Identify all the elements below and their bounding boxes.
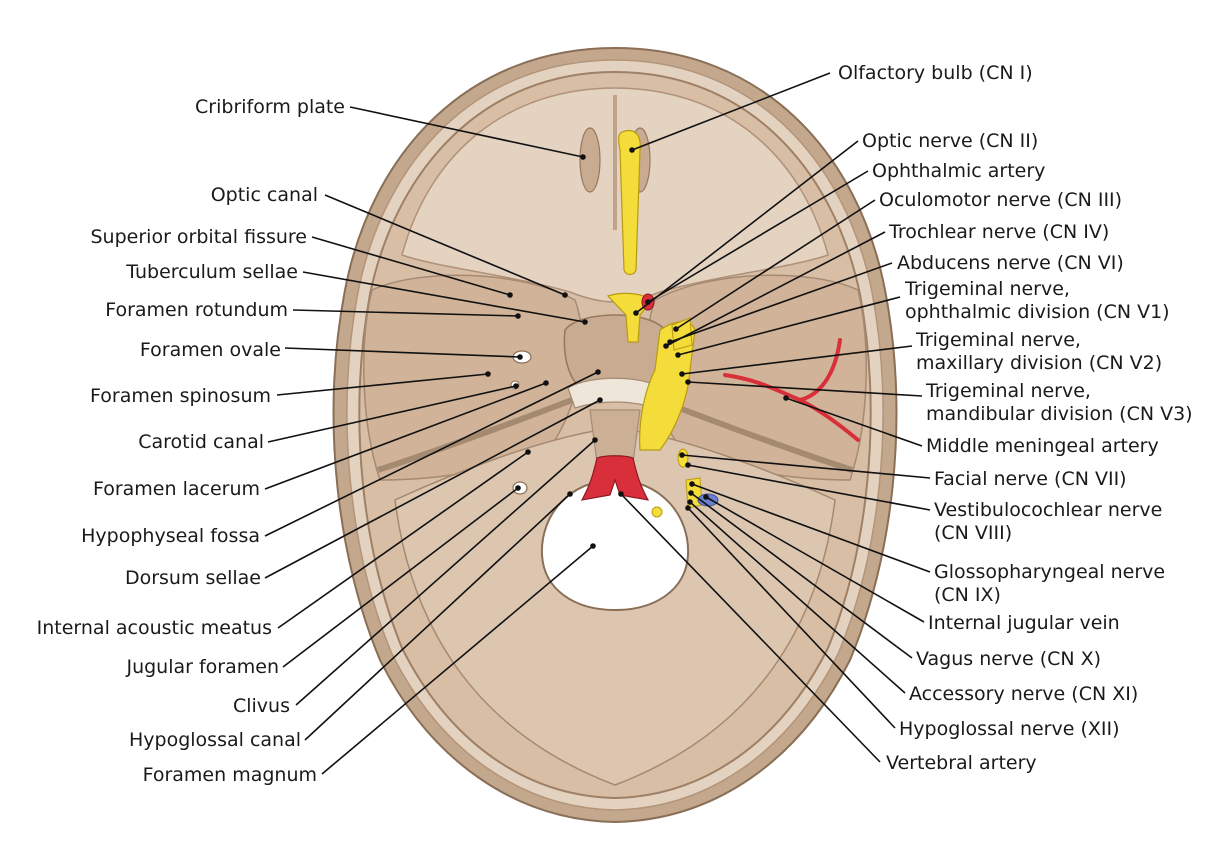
label-trigeminal-v3-line1: Trigeminal nerve, — [925, 380, 1091, 402]
leader-superior-orbital-fissure — [311, 236, 511, 296]
leader-hypoglossal-nerve — [687, 507, 896, 729]
leader-dorsum-sellae — [264, 399, 601, 579]
label-dorsum-sellae: Dorsum sellae — [125, 567, 261, 589]
leader-foramen-spinosum — [276, 373, 489, 396]
leader-olfactory-bulb — [631, 72, 831, 151]
leader-jugular-foramen — [282, 487, 519, 668]
leader-trochlear-nerve — [665, 231, 886, 347]
leader-vestibulocochlear-nerve — [687, 464, 931, 511]
leader-oculomotor-nerve — [675, 199, 876, 330]
label-middle-meningeal-artery: Middle meningeal artery — [926, 435, 1159, 457]
label-clivus: Clivus — [233, 695, 290, 717]
leader-internal-acoustic-meatus — [277, 451, 529, 629]
label-foramen-magnum: Foramen magnum — [143, 764, 317, 786]
leader-foramen-rotundum — [292, 309, 519, 317]
leader-facial-nerve — [681, 454, 931, 479]
vertebral-artery-shape — [580, 455, 650, 501]
foramen-magnum-shape — [540, 478, 690, 612]
leader-vagus-nerve — [690, 492, 913, 659]
leader-carotid-canal — [267, 385, 517, 443]
label-hypoglossal-canal: Hypoglossal canal — [129, 729, 301, 751]
label-vagus-nerve: Vagus nerve (CN X) — [916, 648, 1101, 670]
label-foramen-lacerum: Foramen lacerum — [93, 478, 260, 500]
leader-vertebral-artery — [620, 493, 881, 763]
label-trigeminal-v1-line2: ophthalmic division (CN V1) — [905, 301, 1170, 323]
label-optic-nerve: Optic nerve (CN II) — [862, 130, 1038, 152]
leader-foramen-lacerum — [264, 382, 547, 490]
label-glossopharyngeal-nerve-line1: Glossopharyngeal nerve — [934, 561, 1165, 583]
label-internal-acoustic-meatus: Internal acoustic meatus — [37, 617, 272, 639]
cribriform-plate-shape — [579, 127, 601, 193]
leader-hypophyseal-fossa — [264, 371, 599, 537]
label-vertebral-artery: Vertebral artery — [886, 752, 1037, 774]
skull-base-illustration — [332, 46, 898, 824]
leader-cribriform-plate — [349, 106, 584, 158]
leader-clivus — [295, 439, 596, 706]
leader-internal-jugular-vein — [705, 496, 925, 623]
label-vestibulocochlear-nerve-line2: (CN VIII) — [934, 522, 1012, 544]
leader-middle-meningeal-artery — [785, 397, 923, 447]
leader-optic-nerve — [635, 140, 859, 314]
label-facial-nerve: Facial nerve (CN VII) — [934, 468, 1127, 490]
leader-hypoglossal-canal — [304, 493, 571, 741]
label-hypophyseal-fossa: Hypophyseal fossa — [81, 525, 260, 547]
leader-tuberculum-sellae — [302, 271, 586, 323]
label-oculomotor-nerve: Oculomotor nerve (CN III) — [879, 189, 1122, 211]
label-olfactory-bulb: Olfactory bulb (CN I) — [838, 62, 1033, 84]
label-hypoglossal-nerve: Hypoglossal nerve (XII) — [899, 718, 1120, 740]
label-cribriform-plate: Cribriform plate — [195, 96, 345, 118]
label-trochlear-nerve: Trochlear nerve (CN IV) — [888, 221, 1109, 243]
leader-lines — [264, 72, 931, 775]
label-accessory-nerve: Accessory nerve (CN XI) — [909, 683, 1138, 705]
leader-trigeminal-v2 — [681, 345, 913, 375]
label-optic-canal: Optic canal — [211, 184, 318, 206]
label-carotid-canal: Carotid canal — [138, 431, 264, 453]
label-abducens-nerve: Abducens nerve (CN VI) — [897, 252, 1124, 274]
label-foramen-ovale: Foramen ovale — [140, 339, 281, 361]
label-trigeminal-v2-line1: Trigeminal nerve, — [915, 329, 1081, 351]
label-internal-jugular-vein: Internal jugular vein — [928, 612, 1120, 634]
leader-glossopharyngeal-nerve — [691, 483, 931, 573]
label-ophthalmic-artery: Ophthalmic artery — [872, 160, 1045, 182]
label-superior-orbital-fissure: Superior orbital fissure — [91, 226, 308, 248]
petrous-ridge-left — [377, 392, 587, 473]
middle-meningeal-artery-shape — [723, 338, 860, 442]
left-labels: Cribriform plate Optic canal Superior or… — [37, 96, 345, 786]
leader-trigeminal-v1 — [677, 296, 901, 356]
label-jugular-foramen: Jugular foramen — [125, 656, 279, 678]
label-tuberculum-sellae: Tuberculum sellae — [125, 261, 298, 283]
leader-ophthalmic-artery — [647, 170, 869, 303]
leader-foramen-ovale — [284, 347, 521, 358]
leader-abducens-nerve — [669, 262, 893, 343]
leader-dots — [485, 147, 789, 549]
olfactory-bulb-shape — [618, 129, 641, 276]
right-labels: Olfactory bulb (CN I) Optic nerve (CN II… — [838, 62, 1193, 774]
label-trigeminal-v1-line1: Trigeminal nerve, — [904, 278, 1070, 300]
leader-foramen-magnum — [321, 545, 594, 775]
label-trigeminal-v3-line2: mandibular division (CN V3) — [926, 403, 1193, 425]
label-foramen-spinosum: Foramen spinosum — [90, 385, 271, 407]
leader-trigeminal-v3 — [687, 381, 923, 397]
label-trigeminal-v2-line2: maxillary division (CN V2) — [916, 352, 1162, 374]
hypoglossal-nerve-shape — [651, 506, 663, 518]
leader-accessory-nerve — [689, 501, 906, 694]
leader-optic-canal — [324, 194, 566, 296]
label-glossopharyngeal-nerve-line2: (CN IX) — [934, 584, 1001, 606]
label-foramen-rotundum: Foramen rotundum — [105, 299, 288, 321]
label-vestibulocochlear-nerve-line1: Vestibulocochlear nerve — [934, 499, 1162, 521]
